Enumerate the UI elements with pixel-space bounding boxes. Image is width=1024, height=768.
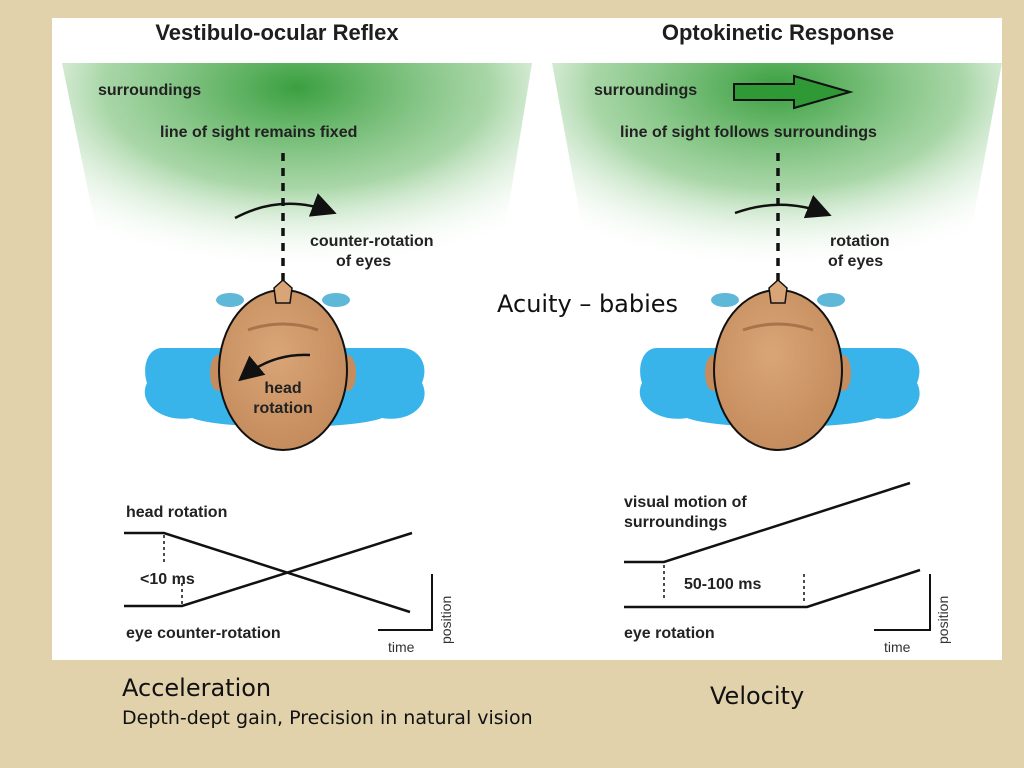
left-head-label-line2: rotation [253,400,313,417]
right-eye-rotation-arrow [734,194,832,219]
right-graph-eye-line [624,568,921,609]
left-hair-line [247,322,319,332]
right-eye-label-line1: rotation [830,233,890,250]
caption-acceleration: Acceleration [122,674,272,702]
left-graph-y-axis: position [438,596,454,644]
left-head-label-line1: head [264,380,301,397]
left-graph-head-line [124,531,411,614]
left-surroundings-label: surroundings [98,82,201,99]
caption-acceleration-detail: Depth-dept gain, Precision in natural vi… [122,707,533,729]
right-panel-title: Optokinetic Response [662,20,894,45]
right-eye-label-line2: of eyes [828,253,883,270]
right-line-of-sight-label: line of sight follows surroundings [620,124,877,141]
left-graph-axes [378,574,433,631]
overlay-acuity-text: Acuity – babies [497,290,679,318]
left-head [218,289,348,451]
right-graph-top-label-line1: visual motion of [624,494,747,511]
left-eye-right [322,293,350,307]
left-line-of-sight-label: line of sight remains fixed [160,124,357,141]
left-graph-top-label: head rotation [126,504,227,521]
left-graph-x-axis: time [388,639,415,655]
right-graph-y-axis: position [935,596,951,644]
left-eye-rotation-arrow [234,193,337,220]
right-graph-bottom-label: eye rotation [624,625,715,642]
left-eye-left [216,293,244,307]
left-panel-title: Vestibulo-ocular Reflex [155,20,399,45]
reflex-diagram-figure: Vestibulo-ocular Reflex surroundings lin… [52,18,1002,660]
left-surroundings-field [62,63,532,308]
left-eye-label-line1: counter-rotation [310,233,434,250]
left-graph-latency: <10 ms [140,571,195,588]
right-graph-visual-motion-line [624,481,911,564]
right-nose [768,278,788,304]
left-graph-bottom-label: eye counter-rotation [126,625,281,642]
right-graph-latency: 50-100 ms [684,576,761,593]
right-graph-axes [874,574,931,631]
right-surroundings-label: surroundings [594,82,697,99]
left-graph-eye-line [124,531,413,608]
left-panel: Vestibulo-ocular Reflex surroundings lin… [62,20,532,655]
left-head-rotation-arrow [238,353,311,382]
right-head [713,289,843,451]
right-surroundings-motion-arrow [733,74,854,110]
right-graph-x-axis: time [884,639,911,655]
caption-velocity: Velocity [710,682,805,710]
right-eye-left [711,293,739,307]
left-nose [273,278,293,304]
left-eye-label-line2: of eyes [336,253,391,270]
reflex-diagram-svg: Vestibulo-ocular Reflex surroundings lin… [62,20,1002,655]
right-graph-top-label-line2: surroundings [624,514,727,531]
right-panel: Optokinetic Response surroundings line o… [552,20,1002,655]
right-hair-line [742,322,814,332]
right-eye-right [817,293,845,307]
